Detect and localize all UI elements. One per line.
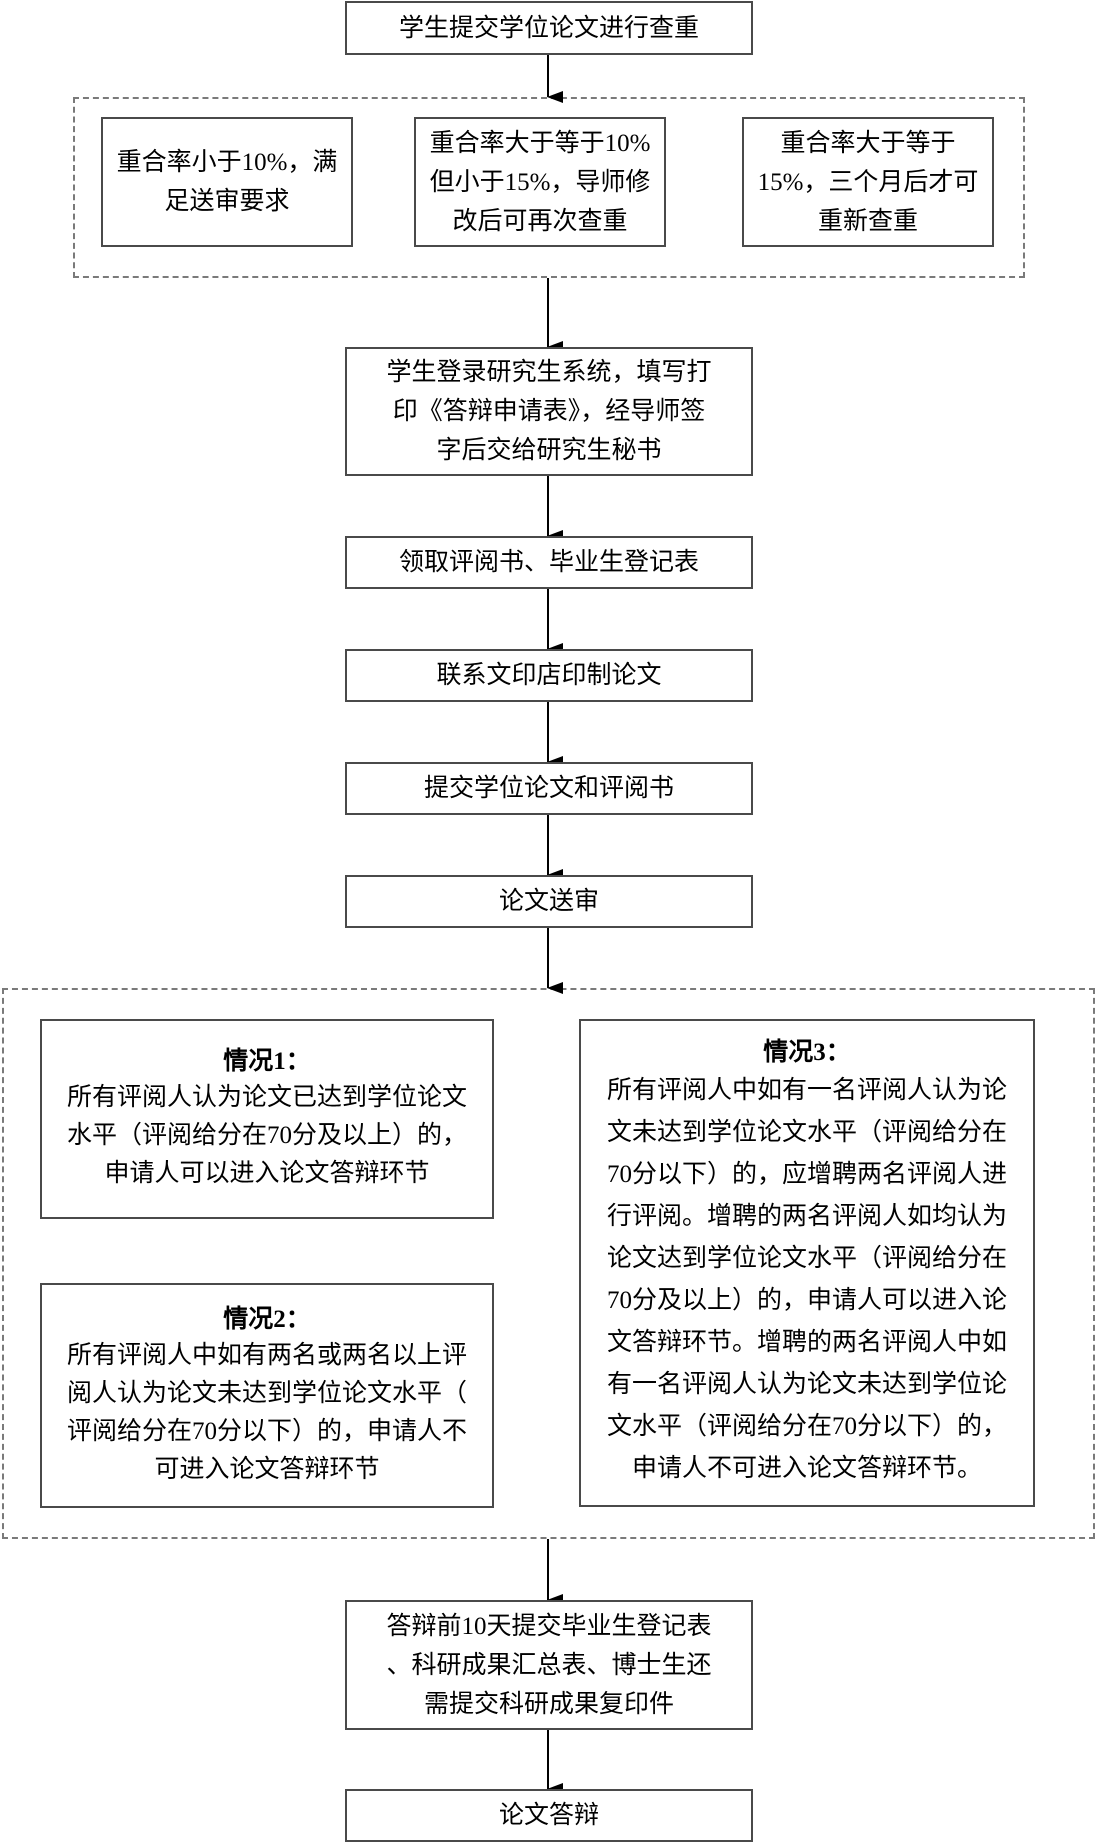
step-collect-forms: 领取评阅书、毕业生登记表 <box>345 536 753 589</box>
review-case-2: 情况2： 所有评阅人中如有两名或两名以上评 阅人认为论文未达到学位论文水平（ 评… <box>40 1283 494 1508</box>
outcome-text: 足送审要求 <box>164 188 290 215</box>
case-text: 文水平（评阅给分在70分以下）的， <box>606 1413 1007 1440</box>
step-login-system: 学生登录研究生系统，填写打 印《答辩申请表》，经导师签 字后交给研究生秘书 <box>345 347 753 476</box>
step-text: 学生提交学位论文进行查重 <box>398 14 699 42</box>
case-text: 申请人可以进入论文答辩环节 <box>104 1160 430 1187</box>
outcome-text: 重新查重 <box>817 207 918 235</box>
outcome-text: 重合率大于等于10% <box>429 129 651 157</box>
case-text: 申请人不可进入论文答辩环节。 <box>631 1455 982 1482</box>
case-text: 可进入论文答辩环节 <box>154 1455 380 1483</box>
case-text: 论文达到学位论文水平（评阅给分在 <box>606 1245 1007 1272</box>
outcome-text: 但小于15%，导师修 <box>429 168 651 196</box>
step-submit-plagiarism-check: 学生提交学位论文进行查重 <box>345 1 753 55</box>
step-text: 需提交科研成果复印件 <box>423 1690 674 1718</box>
outcome-text: 重合率小于10%，满 <box>116 149 338 176</box>
case-text: 文未达到学位论文水平（评阅给分在 <box>606 1119 1007 1146</box>
step-text: 学生登录研究生系统，填写打 <box>386 359 712 386</box>
outcome-below-10: 重合率小于10%，满 足送审要求 <box>101 117 353 247</box>
step-submit-thesis: 提交学位论文和评阅书 <box>345 762 753 815</box>
step-text: 、科研成果汇总表、博士生还 <box>386 1651 712 1679</box>
case-text: 水平（评阅给分在70分及以上）的， <box>66 1122 467 1149</box>
outcome-15-and-above: 重合率大于等于 15%，三个月后才可 重新查重 <box>742 117 994 247</box>
step-text: 论文答辩 <box>498 1802 599 1829</box>
outcome-text: 重合率大于等于 <box>780 129 956 157</box>
step-text: 论文送审 <box>498 888 599 915</box>
case-text: 70分及以上）的，申请人可以进入论 <box>606 1287 1007 1314</box>
case-title: 情况3： <box>763 1039 851 1066</box>
step-text: 领取评阅书、毕业生登记表 <box>398 549 699 576</box>
case-text: 有一名评阅人认为论文未达到学位论 <box>606 1371 1007 1398</box>
outcome-10-to-15: 重合率大于等于10% 但小于15%，导师修 改后可再次查重 <box>414 117 666 247</box>
case-text: 评阅给分在70分以下）的，申请人不 <box>66 1417 467 1445</box>
case-text: 行评阅。增聘的两名评阅人如均认为 <box>606 1203 1007 1230</box>
case-text: 阅人认为论文未达到学位论文水平（ <box>66 1379 467 1407</box>
case-text: 70分以下）的，应增聘两名评阅人进 <box>606 1161 1007 1188</box>
case-text: 所有评阅人中如有两名或两名以上评 <box>66 1341 467 1369</box>
step-text: 印《答辩申请表》，经导师签 <box>392 398 706 425</box>
outcome-text: 改后可再次查重 <box>452 207 628 235</box>
review-case-3: 情况3： 所有评阅人中如有一名评阅人认为论 文未达到学位论文水平（评阅给分在 7… <box>579 1019 1035 1507</box>
step-text: 字后交给研究生秘书 <box>436 437 662 464</box>
case-title: 情况2： <box>223 1305 311 1333</box>
case-text: 文答辩环节。增聘的两名评阅人中如 <box>606 1329 1007 1356</box>
step-text: 答辩前10天提交毕业生登记表 <box>386 1612 712 1640</box>
case-text: 所有评阅人认为论文已达到学位论文 <box>66 1084 467 1111</box>
step-submit-materials-before-defense: 答辩前10天提交毕业生登记表 、科研成果汇总表、博士生还 需提交科研成果复印件 <box>345 1600 753 1730</box>
step-send-review: 论文送审 <box>345 875 753 928</box>
review-case-1: 情况1： 所有评阅人认为论文已达到学位论文 水平（评阅给分在70分及以上）的， … <box>40 1019 494 1219</box>
case-title: 情况1： <box>223 1048 311 1075</box>
outcome-text: 15%，三个月后才可 <box>757 168 979 196</box>
step-text: 提交学位论文和评阅书 <box>423 775 674 802</box>
step-thesis-defense: 论文答辩 <box>345 1789 753 1842</box>
step-text: 联系文印店印制论文 <box>436 662 662 689</box>
step-print-thesis: 联系文印店印制论文 <box>345 649 753 702</box>
case-text: 所有评阅人中如有一名评阅人认为论 <box>606 1077 1007 1104</box>
